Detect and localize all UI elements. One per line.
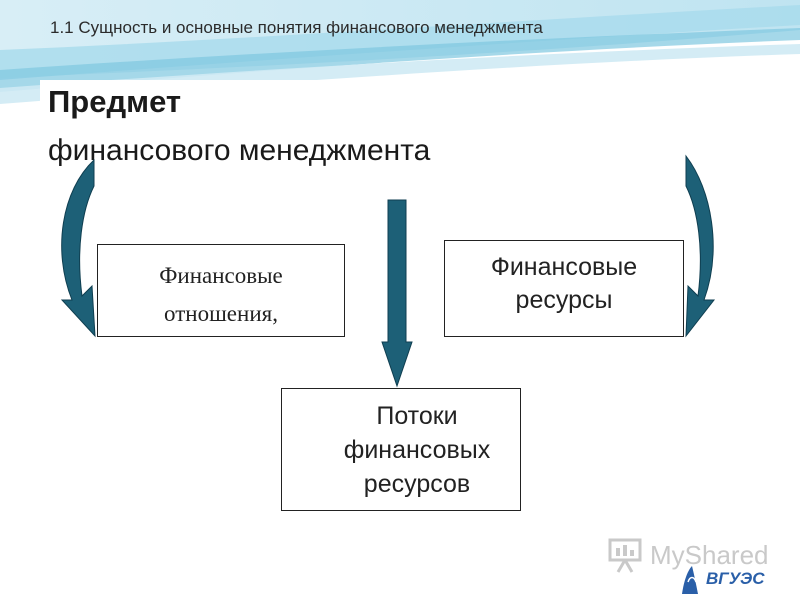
right-curved-arrow [685,154,716,338]
box-bottom-line1: Потоки [376,402,458,430]
logo-text: ВГУЭС [706,569,765,588]
box-left-line1: Финансовые [159,263,283,288]
box-bottom-line2: финансовых [343,436,491,464]
box-bottom-line3: ресурсов [363,470,471,498]
header-title: 1.1 Сущность и основные понятия финансов… [50,18,543,37]
header-wave-background [0,0,800,110]
watermark-text: MyShared [650,540,769,570]
box-left-line2: отношения, [164,301,278,326]
box-financial-resources: Финансовые ресурсы [444,240,684,337]
watermark: MyShared [606,536,776,576]
slide-title-background [40,80,760,124]
university-logo: ВГУЭС [682,566,765,594]
box-financial-relations: Финансовые отношения, [97,244,345,337]
slide-title-line1: Предмет [48,84,182,119]
presentation-icon [608,538,642,573]
left-curved-arrow [60,158,96,338]
slide-title-line2: финансового менеджмента [48,134,431,167]
box-right-line2: ресурсы [515,286,613,314]
box-right-line1: Финансовые [490,253,638,281]
box-financial-resource-flows: Потоки финансовых ресурсов [281,388,521,511]
center-down-arrow [381,199,413,388]
